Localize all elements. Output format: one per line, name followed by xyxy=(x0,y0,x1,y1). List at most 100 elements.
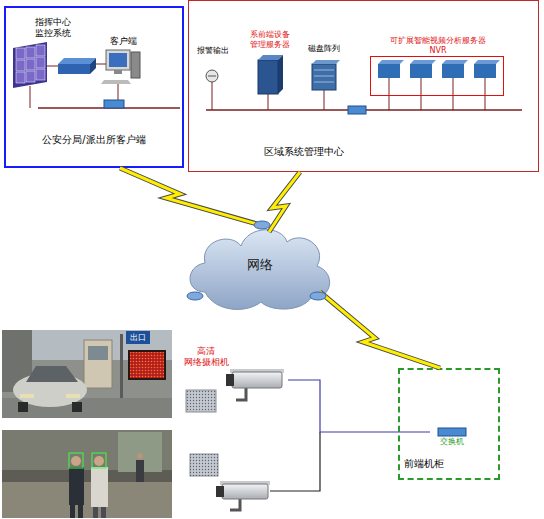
video-panel-icon xyxy=(190,454,218,476)
decor-shape xyxy=(26,366,78,382)
zone-box: 区域系统管理中心 报警输出系前端设备 管理服务器磁盘阵列 可扩展智能视频分析服务器 … xyxy=(188,0,539,172)
decor-shape xyxy=(222,484,268,499)
node-label: 区域系统管理中心 xyxy=(229,146,379,158)
decor-shape xyxy=(131,52,140,78)
computer-icon xyxy=(101,50,140,84)
node-label: 前端机柜 xyxy=(404,458,464,470)
node-label: 磁盘阵列 xyxy=(303,44,345,54)
bolt-outline xyxy=(320,292,440,368)
decor-shape xyxy=(78,505,83,518)
decor-shape xyxy=(84,340,112,388)
decor-shape xyxy=(94,456,104,466)
device-label-box: 报警输出 xyxy=(194,46,232,59)
decor-shape xyxy=(26,47,35,58)
decor-shape xyxy=(206,70,218,82)
decor-shape xyxy=(36,57,45,68)
sign-text: 出口 xyxy=(126,331,150,344)
node-label: 公安分局/派出所客户端 xyxy=(14,134,174,146)
cable-path xyxy=(288,380,430,432)
bolt-outline xyxy=(269,172,300,232)
decor-shape xyxy=(93,507,98,518)
camera-icon xyxy=(216,481,270,510)
decor-shape xyxy=(90,58,96,74)
decor-shape xyxy=(137,453,143,459)
decor-shape xyxy=(212,78,485,110)
decor-shape xyxy=(232,372,282,388)
device-label-box: 指挥中心 监控系统 xyxy=(30,17,76,43)
decor-shape xyxy=(36,45,45,56)
decor-shape xyxy=(106,50,130,70)
decor-shape xyxy=(58,64,90,74)
lan-wire xyxy=(206,78,522,110)
decor-shape xyxy=(70,505,75,518)
decor-shape xyxy=(72,402,82,412)
street-photo xyxy=(2,430,172,518)
decor-shape xyxy=(186,390,216,412)
server-icon xyxy=(258,55,283,94)
decor-shape xyxy=(2,330,172,418)
decor-shape xyxy=(101,80,131,84)
decor-shape xyxy=(410,64,432,78)
disk-array-icon xyxy=(312,60,340,90)
node-label: 可扩展智能视频分析服务器 NVR xyxy=(385,36,491,55)
device-label-box: 磁盘阵列 xyxy=(303,44,345,57)
decor-shape xyxy=(230,499,240,510)
switch-icon xyxy=(348,106,366,114)
switch-icon xyxy=(438,428,466,436)
decor-shape xyxy=(236,388,246,400)
decor-shape xyxy=(208,76,216,77)
decor-shape xyxy=(69,453,83,468)
node-label: 网络 xyxy=(185,257,335,273)
decor-shape xyxy=(130,352,164,378)
decor-shape xyxy=(114,70,122,74)
camera-icon xyxy=(226,369,284,400)
decor-shape xyxy=(216,486,224,497)
decor-shape xyxy=(226,374,234,386)
decor-shape xyxy=(474,64,496,78)
decor-shape xyxy=(190,454,218,476)
lan-wire xyxy=(30,64,180,108)
decor-shape xyxy=(442,64,464,78)
decor-shape xyxy=(312,60,340,64)
decor-shape xyxy=(26,71,35,82)
decor-shape xyxy=(101,507,106,518)
decor-shape xyxy=(187,292,203,300)
decor-shape xyxy=(92,453,106,468)
decor-shape xyxy=(312,64,336,90)
decor-shape xyxy=(120,334,123,404)
router-icon xyxy=(187,221,326,300)
decor-shape xyxy=(310,292,326,300)
gate-photo xyxy=(2,330,172,418)
decor-shape xyxy=(36,69,45,80)
decor-shape xyxy=(20,394,34,398)
node-label: 客户端 xyxy=(100,36,146,47)
decor-shape xyxy=(88,346,108,360)
node-label: 系前端设备 管理服务器 xyxy=(244,30,296,49)
node-label: 高清 网络摄相机 xyxy=(182,346,230,368)
bolt-fill xyxy=(269,172,300,232)
zone-box: 公安分局/派出所客户端 指挥中心 监控系统客户端 xyxy=(4,6,184,168)
cable-link xyxy=(288,380,430,432)
bolt-fill xyxy=(320,292,440,368)
decor-shape xyxy=(128,350,166,380)
decor-shape xyxy=(278,55,283,94)
decor-shape xyxy=(109,53,127,67)
decor-shape xyxy=(136,460,144,482)
decor-shape xyxy=(71,456,81,466)
video-panel-icon xyxy=(186,390,216,412)
decor-shape xyxy=(16,60,25,71)
decor-shape xyxy=(66,394,80,398)
bolt-fill xyxy=(120,168,257,224)
decor-shape xyxy=(186,390,216,412)
decor-shape xyxy=(58,58,96,64)
decor-shape xyxy=(16,72,25,83)
decor-shape xyxy=(69,467,84,505)
decor-shape xyxy=(442,60,468,64)
network-cloud: 网络 xyxy=(185,220,335,315)
decor-shape xyxy=(91,467,108,507)
wireless-link xyxy=(320,292,440,368)
decor-shape xyxy=(314,70,334,82)
cabinet-box: 前端机柜交换机 xyxy=(398,368,500,480)
decor-shape xyxy=(258,60,278,94)
